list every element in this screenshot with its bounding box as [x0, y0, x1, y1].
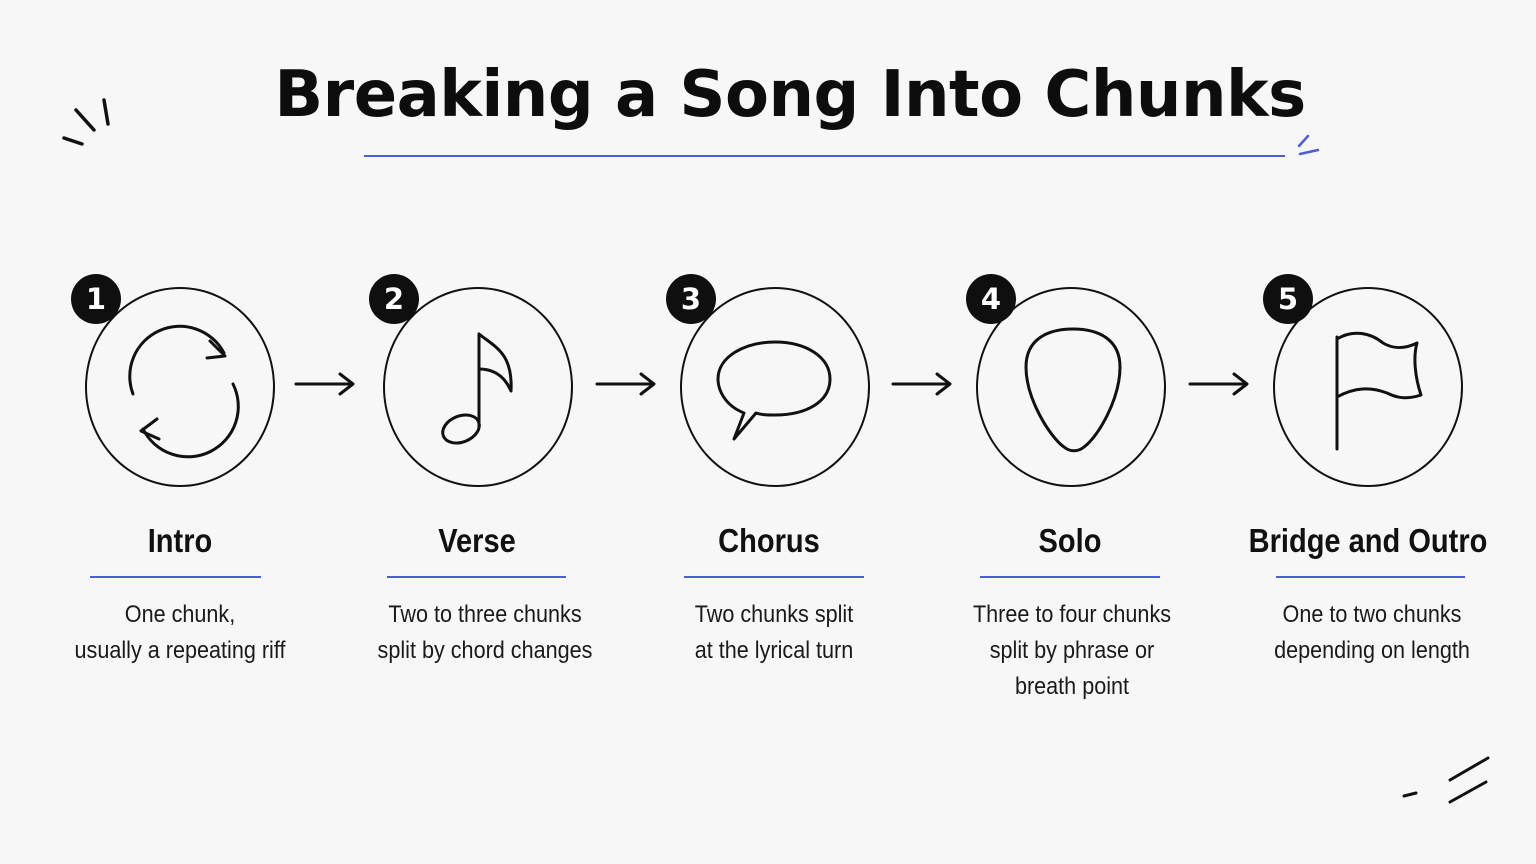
page-title: Breaking a Song Into Chunks — [274, 58, 1306, 132]
title-underline — [364, 155, 1285, 157]
step-title: Bridge and Outro — [1248, 522, 1488, 559]
step-title: Solo — [1038, 522, 1102, 559]
speech-bubble-icon — [716, 340, 832, 441]
arrow-right-icon — [595, 372, 656, 396]
step-circle — [976, 287, 1166, 487]
arrow-right-icon — [294, 372, 355, 396]
step-title-rule — [980, 576, 1160, 578]
step-title-rule — [90, 576, 261, 578]
step-number-badge: 1 — [71, 274, 121, 324]
step-circle — [85, 287, 275, 487]
step-bridge-and-outro: 5 Bridge and Outro One to two chunks dep… — [1218, 0, 1518, 864]
corner-strokes-decoration — [1402, 756, 1490, 804]
step-description: One to two chunks depending on length — [1237, 597, 1507, 669]
arrow-right-icon — [1188, 372, 1249, 396]
step-solo: 4 Solo Three to four chunks split by phr… — [920, 0, 1220, 864]
step-title-rule — [1276, 576, 1465, 578]
step-description: Three to four chunks split by phrase or … — [937, 597, 1207, 705]
sparkle-strokes-decoration — [62, 98, 110, 146]
step-number-badge: 4 — [966, 274, 1016, 324]
step-verse: 2 Verse Two to three chunks split by cho… — [327, 0, 627, 864]
description-line: Two chunks split — [694, 601, 854, 628]
music-note-icon — [441, 332, 513, 445]
description-line: breath point — [1014, 673, 1130, 700]
description-line: Two to three chunks — [388, 601, 582, 628]
description-line: split by phrase or — [989, 637, 1155, 664]
step-circle — [680, 287, 870, 487]
step-intro: 1 Intro One chunk, usually a repeating r… — [30, 0, 330, 864]
step-description: Two chunks split at the lyrical turn — [639, 597, 909, 669]
step-title: Chorus — [718, 522, 820, 559]
step-description: Two to three chunks split by chord chang… — [350, 597, 620, 669]
description-line: depending on length — [1274, 637, 1470, 664]
step-number-badge: 3 — [666, 274, 716, 324]
step-circle — [383, 287, 573, 487]
flag-icon — [1335, 331, 1423, 451]
step-title: Verse — [438, 522, 516, 559]
description-line: at the lyrical turn — [694, 637, 854, 664]
step-title: Intro — [147, 522, 213, 559]
description-line: One to two chunks — [1282, 601, 1462, 628]
step-title-rule — [684, 576, 864, 578]
description-line: split by chord changes — [377, 637, 593, 664]
step-description: One chunk, usually a repeating riff — [45, 597, 315, 669]
step-circle — [1273, 287, 1463, 487]
arrow-right-icon — [891, 372, 952, 396]
accent-strokes-decoration — [1297, 134, 1320, 156]
description-line: Three to four chunks — [972, 601, 1172, 628]
step-title-rule — [387, 576, 566, 578]
step-number-badge: 5 — [1263, 274, 1313, 324]
step-chorus: 3 Chorus Two chunks split at the lyrical… — [624, 0, 924, 864]
description-line: One chunk, — [124, 601, 236, 628]
guitar-pick-icon — [1024, 327, 1122, 453]
step-number-badge: 2 — [369, 274, 419, 324]
description-line: usually a repeating riff — [74, 637, 286, 664]
loop-arrows-icon — [128, 324, 240, 459]
